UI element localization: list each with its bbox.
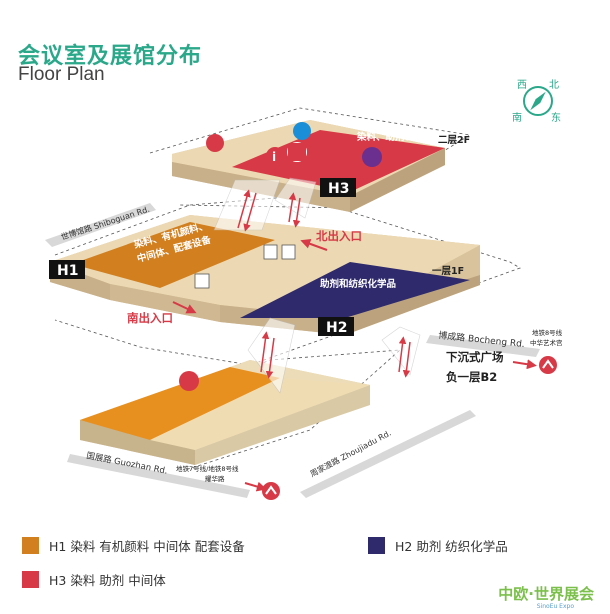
- ground-level: [50, 215, 480, 335]
- floor-2f: 二层2F: [438, 135, 470, 146]
- legend-h1-text: H1 染料 有机颜料 中间体 配套设备: [49, 539, 245, 554]
- legend-h3: H3 染料 助剂 中间体: [22, 570, 166, 589]
- hall-labels: H3 H1 H2: [49, 178, 356, 336]
- hall-h3-label: H3: [328, 181, 349, 197]
- south-entrance: 南出入口: [127, 311, 173, 325]
- hall-h3-desc: 染料、助剂、中间体: [356, 131, 443, 143]
- meeting-room-icon: [362, 147, 382, 167]
- entrance-arrows: [172, 239, 537, 492]
- hall-h2-label: H2: [326, 320, 347, 336]
- sunken-plaza: 下沉式广场: [446, 350, 504, 364]
- metro-east-line: 地铁8号线: [532, 328, 563, 337]
- page-title: 会议室及展馆分布: [18, 44, 203, 69]
- page-subtitle: Floor Plan: [18, 64, 105, 85]
- metro-icons: [262, 356, 557, 500]
- stairs-icon: [263, 244, 278, 260]
- metro-south-line: 地铁7号线/地铁8号线: [176, 464, 239, 473]
- service-icons: i: [179, 122, 382, 391]
- floor-b2: 负一层B2: [446, 370, 497, 384]
- compass-east: 东: [551, 111, 561, 124]
- entrance-labels: 北出入口 南出入口: [127, 229, 362, 325]
- metro-icon-south: [262, 482, 280, 500]
- floor-1f: 一层1F: [432, 266, 464, 277]
- legend-h3-text: H3 染料 助剂 中间体: [49, 573, 166, 588]
- compass-west: 西: [517, 80, 527, 91]
- hall-h3-zone: [232, 130, 445, 192]
- north-entrance: 北出入口: [316, 229, 362, 243]
- hall-h2-desc: 助剂和纺织化学品: [320, 278, 396, 290]
- hall-h1-label: H1: [57, 263, 78, 279]
- legend-h3-swatch: [22, 571, 39, 588]
- basement-restaurant-icon: [179, 371, 199, 391]
- legend-h2: H2 助剂 纺织化学品: [368, 536, 508, 555]
- legend-h1: H1 染料 有机颜料 中间体 配套设备: [22, 536, 245, 555]
- compass: 西 北 南 东: [512, 79, 561, 124]
- metro-icon-east: [539, 356, 557, 374]
- floor-labels: 二层2F 一层1F 下沉式广场 负一层B2: [432, 135, 504, 384]
- compass-south: 南: [512, 111, 522, 124]
- compass-north: 北: [549, 79, 559, 91]
- legend-h2-text: H2 助剂 纺织化学品: [395, 539, 508, 554]
- basement-level: [80, 360, 370, 465]
- metro-south-station: 耀华路: [205, 474, 225, 483]
- basement-orange-zone: [80, 367, 280, 440]
- restaurant-icon: [206, 134, 224, 152]
- hall-h1-zone: [72, 222, 275, 288]
- coffee-icon: [293, 122, 311, 140]
- svg-text:i: i: [272, 150, 276, 164]
- brand-sub: SinoEu Expo: [536, 603, 574, 610]
- legend-h1-swatch: [22, 537, 39, 554]
- info-icon: [266, 147, 284, 165]
- escalator-icon: [194, 273, 210, 289]
- hall-h2-zone: [240, 262, 470, 318]
- brand-logo: 中欧·世界展会: [498, 585, 594, 603]
- elevator-icon: [281, 244, 296, 260]
- metro-east-station: 中华艺术宫: [530, 338, 563, 347]
- metro-labels: 地铁8号线 中华艺术宫 地铁7号线/地铁8号线 耀华路: [176, 328, 563, 483]
- legend-h2-swatch: [368, 537, 385, 554]
- escalators: [213, 177, 421, 394]
